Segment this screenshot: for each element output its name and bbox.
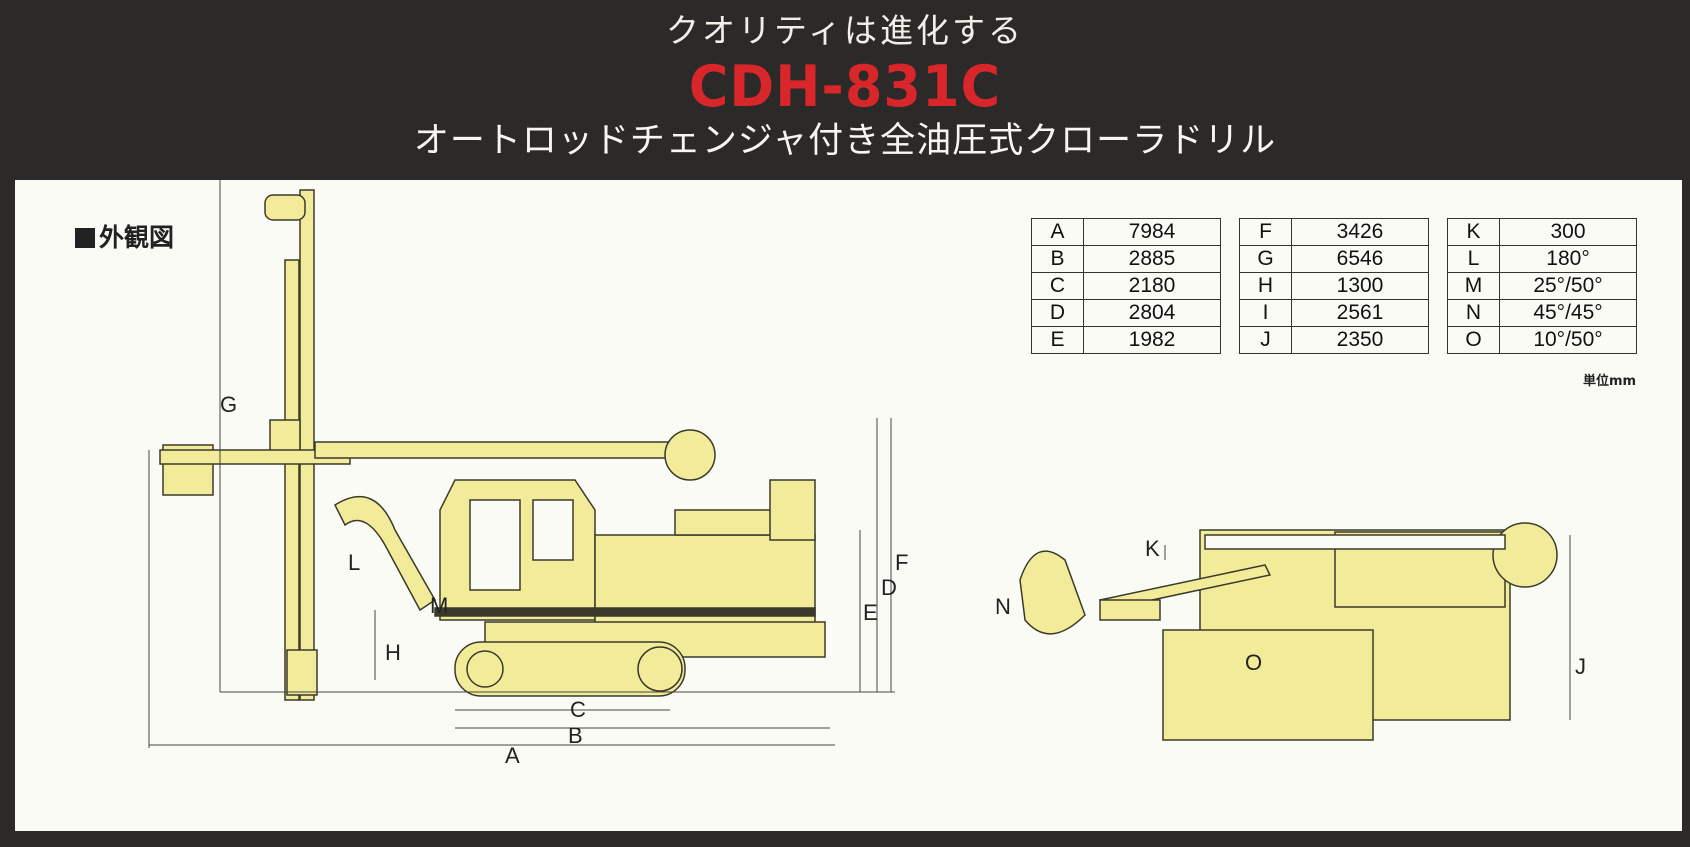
spec-value: 180° [1499,245,1637,273]
spec-key: D [1031,299,1084,327]
spec-key: N [1447,299,1500,327]
exhaust-box [769,479,816,541]
model-name: CDH-831C [688,53,1002,120]
dim-label-k: K [1145,536,1160,561]
unit-note: 単位mm [1583,374,1637,389]
side-dimension-labels: G A B C D E F H L M [220,392,908,768]
cab-window-2 [532,499,574,561]
dim-label-e: E [863,600,878,625]
section-title-text: 外観図 [99,223,175,252]
spec-value: 2885 [1083,245,1221,273]
side-view [159,189,826,701]
dim-label-b: B [568,723,583,748]
mast-top-pulley [264,194,306,221]
top-dimension-lines [1164,535,1571,720]
engine-hood [674,509,786,536]
section-title: 外観図 [75,218,174,254]
header: クオリティは進化する CDH-831C オートロッドチェンジャ付き全油圧式クロー… [0,0,1690,180]
boom-lift-arm [334,496,436,612]
square-bullet-icon [75,228,95,248]
mast-foot [286,649,318,696]
spec-value: 2180 [1083,272,1221,300]
dim-label-h: H [385,640,401,665]
spec-value: 7984 [1083,218,1221,246]
dim-label-o: O [1245,650,1262,675]
dim-label-l: L [348,550,360,575]
spec-value: 2350 [1291,326,1429,354]
dim-label-c: C [570,697,586,722]
drive-sprocket [637,646,683,692]
top-reel [1492,522,1558,588]
idler-wheel [466,650,504,688]
spec-value: 1982 [1083,326,1221,354]
cab-window [469,499,521,591]
boom-pivot [664,429,716,481]
spec-value: 45°/45° [1499,299,1637,327]
body-stripe [434,607,816,617]
dim-label-g: G [220,392,237,417]
top-dimension-labels: K N O J [995,536,1586,679]
spec-value: 300 [1499,218,1637,246]
top-view [1019,522,1558,741]
spec-key: M [1447,272,1500,300]
spec-value: 3426 [1291,218,1429,246]
top-rail [1204,534,1506,550]
drill-mast [299,189,315,701]
dim-label-j: J [1575,654,1586,679]
spec-key: I [1239,299,1292,327]
spec-value: 2561 [1291,299,1429,327]
product-subtitle: オートロッドチェンジャ付き全油圧式クローラドリル [413,121,1277,161]
exterior-drawing: G A B C D E F H L M K N O [148,180,1586,768]
top-boom-head [1099,599,1161,621]
dim-label-a: A [505,743,520,768]
spec-key: H [1239,272,1292,300]
mast-rail [284,259,300,701]
crawler-track [454,641,686,697]
spec-value: 10°/50° [1499,326,1637,354]
dim-label-f: F [895,550,908,575]
side-dimension-lines [148,180,895,748]
dim-label-n: N [995,594,1011,619]
top-rod-changer [1019,550,1086,635]
top-cab [1162,629,1374,741]
spec-key: G [1239,245,1292,273]
tagline: クオリティは進化する [665,11,1025,50]
spec-key: E [1031,326,1084,354]
dim-label-m: M [430,593,448,618]
dim-label-d: D [881,575,897,600]
boom [314,441,696,459]
